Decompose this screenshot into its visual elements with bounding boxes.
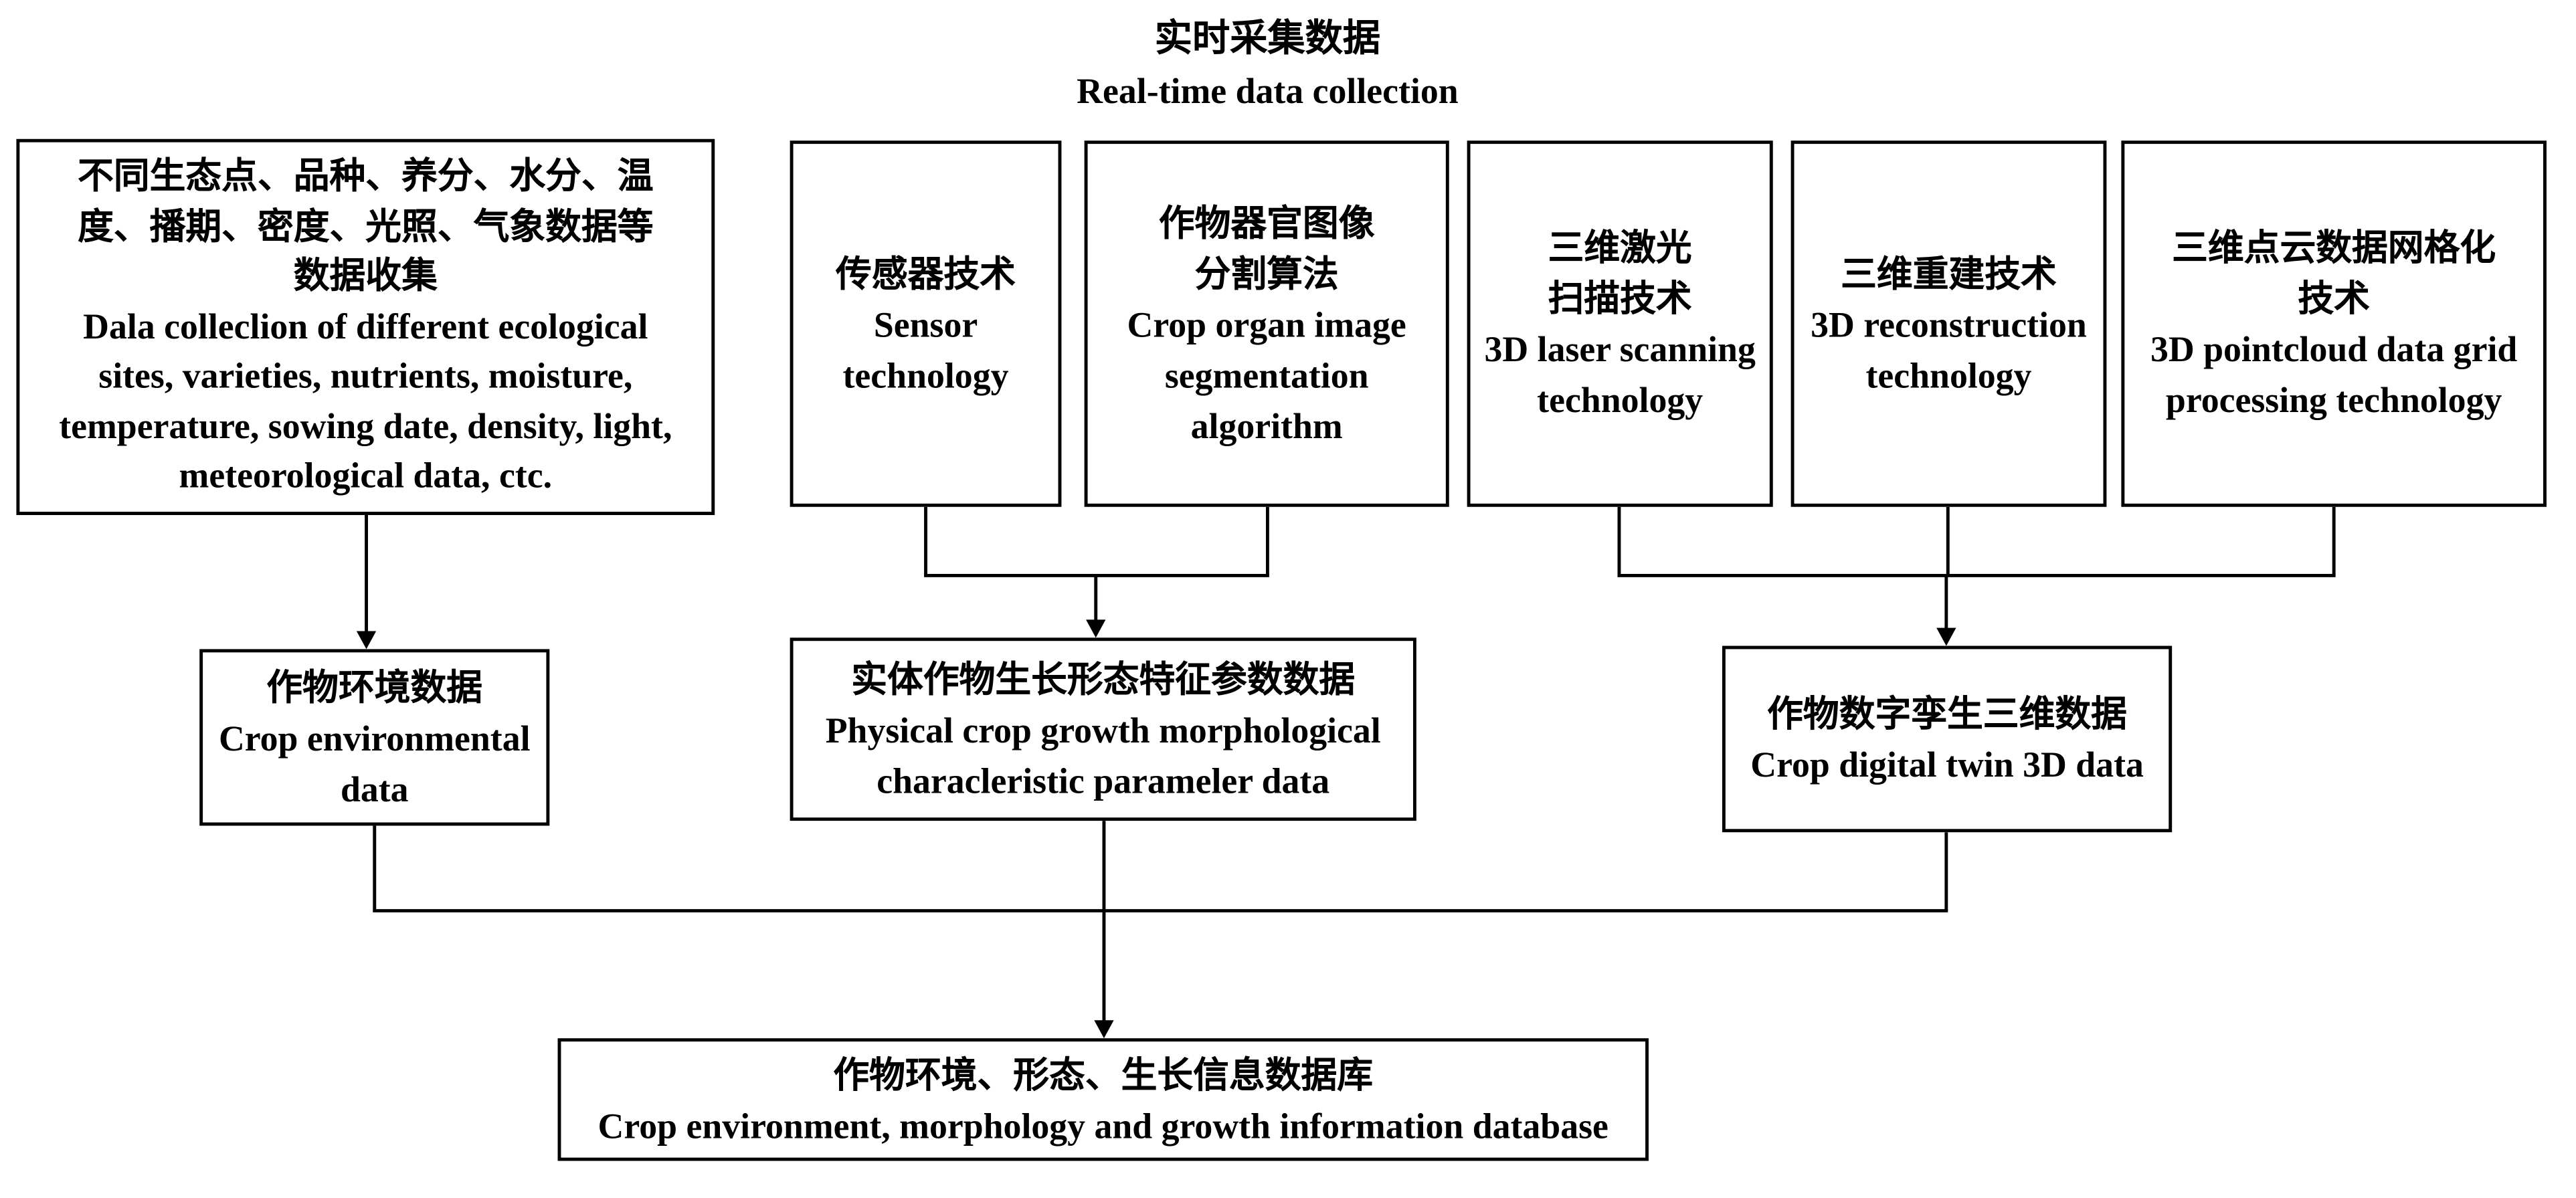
arrowhead-env xyxy=(356,631,377,650)
arrowhead-morph xyxy=(1086,619,1106,638)
arrowhead-db xyxy=(1094,1020,1114,1039)
diagram-title: 实时采集数据 Real-time data collection xyxy=(654,13,1881,118)
diagram-title-zh: 实时采集数据 xyxy=(1154,17,1381,59)
arrowhead-twin xyxy=(1936,627,1956,646)
diagram-title-en: Real-time data collection xyxy=(1077,70,1459,112)
